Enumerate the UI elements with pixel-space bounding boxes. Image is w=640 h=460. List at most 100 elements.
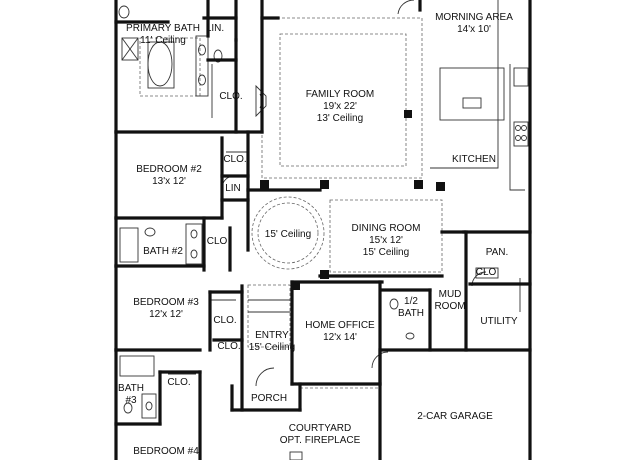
- family-room-dims: 19'x 22': [323, 101, 357, 112]
- pantry-closet: [475, 267, 499, 279]
- shower: [121, 37, 139, 61]
- burner-3: [515, 135, 521, 141]
- burner-1: [515, 125, 521, 131]
- kitchen-counter-side: [509, 64, 525, 191]
- bath3-name: BATH: [118, 383, 144, 394]
- label-clo-bath3: CLO.: [164, 377, 194, 389]
- courtyard-fireplace: [289, 451, 303, 460]
- primary-bath-name: PRIMARY BATH: [126, 23, 200, 34]
- bath2-tub: [119, 227, 139, 263]
- label-lin-top: LIN.: [203, 23, 227, 35]
- tub-deck: [147, 41, 175, 89]
- clo-bed3-name: CLO.: [213, 315, 237, 326]
- label-dining-room: DINING ROOM 15'x 12' 15' Ceiling: [336, 223, 436, 259]
- column-6: [404, 110, 412, 118]
- bath3-vanity: [141, 393, 157, 419]
- column-4: [320, 270, 329, 279]
- morning-area-dims: 14'x 10': [457, 24, 491, 35]
- bath2-sink-2: [190, 249, 198, 259]
- columns: [260, 110, 445, 290]
- clo-pantry-name: CLO: [475, 267, 497, 278]
- bath2-toilet: [144, 227, 156, 237]
- garage-name: 2-CAR GARAGE: [417, 411, 493, 422]
- home-office-dims: 12'x 14': [323, 332, 357, 343]
- home-office-name: HOME OFFICE: [305, 320, 375, 331]
- column-5: [436, 182, 445, 191]
- primary-toilet-top: [118, 5, 130, 19]
- label-morning-area: MORNING AREA 14'x 10': [424, 12, 524, 36]
- lin-top-name: LIN.: [205, 23, 225, 34]
- label-home-office: HOME OFFICE 12'x 14': [300, 320, 380, 344]
- label-lin-mid: LIN: [220, 183, 246, 195]
- kitchen-island: [439, 67, 505, 121]
- label-bedroom4: BEDROOM #4: [124, 446, 208, 458]
- courtyard-name: COURTYARD: [288, 423, 352, 434]
- label-bath3: BATH #3: [116, 383, 146, 407]
- label-bedroom2: BEDROOM #2 13'x 12': [124, 164, 214, 188]
- cooktop: [513, 121, 529, 147]
- porch-name: PORCH: [250, 393, 288, 404]
- label-bedroom3: BEDROOM #3 12'x 12': [124, 297, 208, 321]
- dining-room-name: DINING ROOM: [351, 223, 421, 234]
- label-clo-bed3: CLO.: [210, 315, 240, 327]
- family-room-name: FAMILY ROOM: [305, 89, 375, 100]
- bath3-tub: [119, 355, 155, 377]
- label-clo-bed2: CLO.: [218, 154, 252, 166]
- burner-4: [521, 135, 527, 141]
- half-bath-name: BATH: [398, 308, 424, 319]
- burner-2: [521, 125, 527, 131]
- label-clo-primary: CLO.: [214, 91, 248, 103]
- primary-toilet: [213, 49, 223, 63]
- bedroom2-name: BEDROOM #2: [136, 164, 202, 175]
- bedroom2-dims: 13'x 12': [152, 176, 186, 187]
- pantry-name: PAN.: [485, 247, 509, 258]
- label-rotunda: 15' Ceiling: [252, 229, 324, 241]
- primary-sink-1: [198, 44, 206, 56]
- primary-vanity: [195, 35, 209, 97]
- label-kitchen: KITCHEN: [446, 154, 502, 166]
- primary-sink-2: [198, 74, 206, 86]
- bedroom3-name: BEDROOM #3: [133, 297, 199, 308]
- bath3-num: #3: [125, 395, 137, 406]
- family-room-tray-outline: [279, 33, 407, 167]
- column-7: [292, 282, 300, 290]
- mud-room-sub: ROOM: [434, 301, 466, 312]
- shower-x-2: [121, 37, 139, 61]
- label-garage: 2-CAR GARAGE: [400, 411, 510, 423]
- fixture-lines: [118, 0, 529, 460]
- rotunda-outline: [251, 196, 325, 270]
- half-bath-sink: [405, 332, 415, 340]
- utility-name: UTILITY: [480, 316, 518, 327]
- refrigerator: [513, 67, 529, 87]
- half-bath-num: 1/2: [404, 296, 418, 307]
- kitchen-counter-back: [430, 0, 499, 169]
- column-2: [320, 180, 329, 189]
- label-clo-entry: CLO.: [214, 341, 244, 353]
- dining-room-dims: 15'x 12': [369, 235, 403, 246]
- clo-bath2-name: CLO: [206, 236, 228, 247]
- label-pantry: PAN.: [482, 247, 512, 259]
- walls: [114, 0, 532, 460]
- clo-bath3-name: CLO.: [167, 377, 191, 388]
- primary-bath-ceiling-outline: [139, 37, 201, 97]
- primary-bath-ceiling: 11' Ceiling: [140, 35, 186, 46]
- column-1: [260, 180, 269, 189]
- rotunda-inner-outline: [257, 202, 319, 264]
- label-primary-bath: PRIMARY BATH 11' Ceiling: [120, 23, 206, 47]
- label-porch: PORCH: [246, 393, 292, 405]
- column-3: [414, 180, 423, 189]
- label-clo-pantry: CLO: [472, 267, 500, 279]
- bath2-vanity: [185, 223, 203, 265]
- label-half-bath: 1/2 BATH: [394, 296, 428, 320]
- entry-ceiling: 15' Ceiling: [248, 342, 296, 353]
- dining-room-ceiling: 15' Ceiling: [362, 247, 410, 258]
- label-entry: ENTRY 15' Ceiling: [246, 330, 298, 354]
- label-clo-bath2: CLO: [204, 236, 230, 248]
- courtyard-fireplace-label: OPT. FIREPLACE: [279, 435, 361, 446]
- lin-mid-name: LIN: [225, 183, 241, 194]
- entry-name: ENTRY: [255, 330, 289, 341]
- kitchen-name: KITCHEN: [452, 154, 496, 165]
- door-swing-garage: [371, 351, 389, 369]
- clo-entry-name: CLO.: [217, 341, 241, 352]
